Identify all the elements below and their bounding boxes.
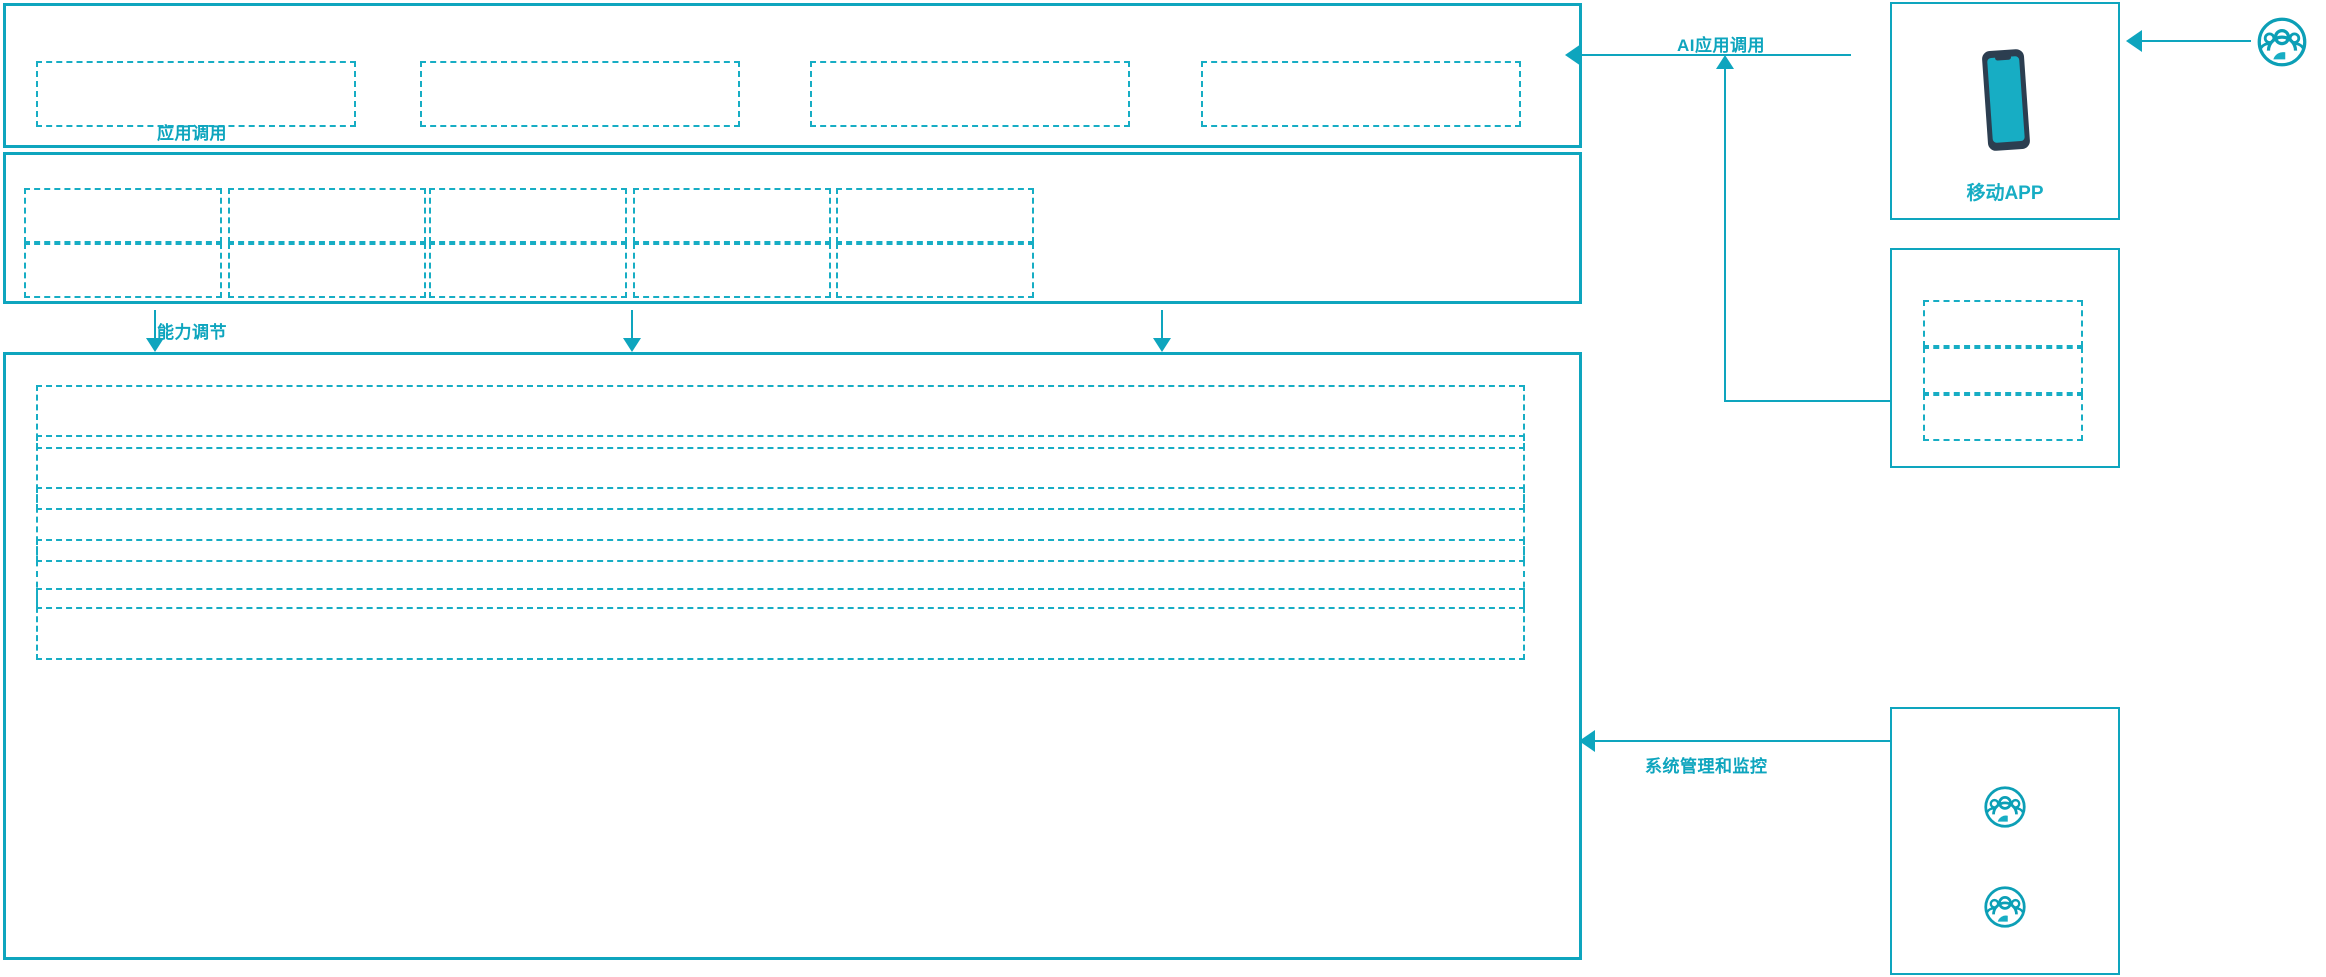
application-layer-panel [3,3,1582,148]
end-user-arrow-head [2126,30,2142,52]
capability-arrow-2-line [631,310,633,342]
channel-slot-2[interactable] [1923,347,2083,394]
channel-riser-head [1716,55,1734,69]
application-slot-2[interactable] [420,61,740,127]
application-slot-4[interactable] [1201,61,1521,127]
capability-slot-r1c3[interactable] [429,188,627,243]
channel-slot-1[interactable] [1923,300,2083,347]
platform-layer-panel [3,352,1582,960]
capability-arrow-3-line [1161,310,1163,342]
capability-arrow-2-head [623,338,641,352]
platform-slot-5[interactable] [36,588,1525,660]
user-group-icon-end-user [2256,16,2308,68]
capability-slot-r1c4[interactable] [633,188,831,243]
channel-riser-foot [1724,400,1890,402]
channel-riser-line [1724,68,1726,401]
channel-slot-3[interactable] [1923,394,2083,441]
end-user-arrow-line [2141,40,2251,42]
user-group-icon-operations-1 [1983,785,2027,829]
user-group-icon-operations-2 [1983,885,2027,929]
mobile-app-caption: 移动APP [1966,183,2044,204]
system-mgmt-arrow-head [1579,730,1595,752]
capability-arrow-3-head [1153,338,1171,352]
capability-arrow-1-line [154,310,156,342]
system-mgmt-arrow-line [1594,740,1890,742]
capability-adjust-label: 能力调节 [157,323,227,342]
mobile-phone-icon [1978,45,2034,155]
capability-slot-r2c5[interactable] [836,243,1034,298]
ai-app-call-arrow-line [1580,54,1851,56]
application-slot-1[interactable] [36,61,356,127]
capability-slot-r2c2[interactable] [228,243,426,298]
capability-slot-r2c4[interactable] [633,243,831,298]
system-mgmt-label: 系统管理和监控 [1645,757,1768,776]
capability-slot-r1c5[interactable] [836,188,1034,243]
app-call-label: 应用调用 [157,124,227,143]
capability-slot-r2c3[interactable] [429,243,627,298]
capability-slot-r1c1[interactable] [24,188,222,243]
platform-slot-2[interactable] [36,435,1525,510]
platform-slot-3[interactable] [36,487,1525,562]
application-slot-3[interactable] [810,61,1130,127]
capability-arrow-1-head [146,338,164,352]
capability-layer-panel [3,152,1582,304]
ai-app-call-arrow-head [1565,44,1581,66]
capability-slot-r2c1[interactable] [24,243,222,298]
platform-slot-1[interactable] [36,385,1525,449]
operations-panel [1890,707,2120,975]
platform-slot-4[interactable] [36,539,1525,609]
capability-slot-r1c2[interactable] [228,188,426,243]
ai-app-call-label: AI应用调用 [1677,36,1765,55]
